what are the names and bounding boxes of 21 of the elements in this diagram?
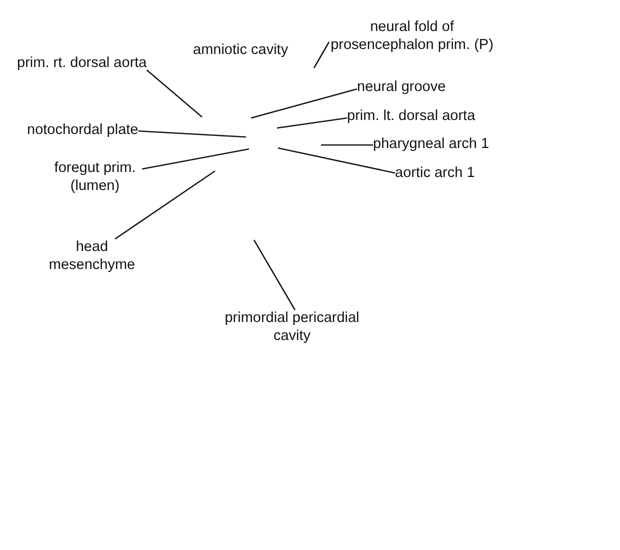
part-label: primordial pericardial cavity [216,310,368,345]
leader-line [313,42,330,68]
leader-line [321,144,373,146]
part-label: prim. rt. dorsal aorta [17,55,147,72]
part-label: notochordal plate [27,122,138,140]
leader-line [138,130,246,138]
leader-line [142,148,250,170]
part-label: aortic arch 1 [395,165,475,182]
part-label: neural groove [357,79,446,96]
leader-line [250,88,358,119]
part-label: neural fold of prosencephalon prim. (P) [329,19,495,54]
leader-line [114,170,216,240]
part-label: amniotic cavity [193,42,288,60]
part-label: prim. lt. dorsal aorta [347,108,476,126]
leader-line [253,240,296,310]
part-label: foregut prim. (lumen) [48,160,142,195]
leader-line [146,70,202,118]
leader-line [278,147,396,174]
part-label: pharygneal arch 1 [373,136,490,154]
part-label: head mesenchyme [44,239,140,274]
leader-line [276,117,348,129]
